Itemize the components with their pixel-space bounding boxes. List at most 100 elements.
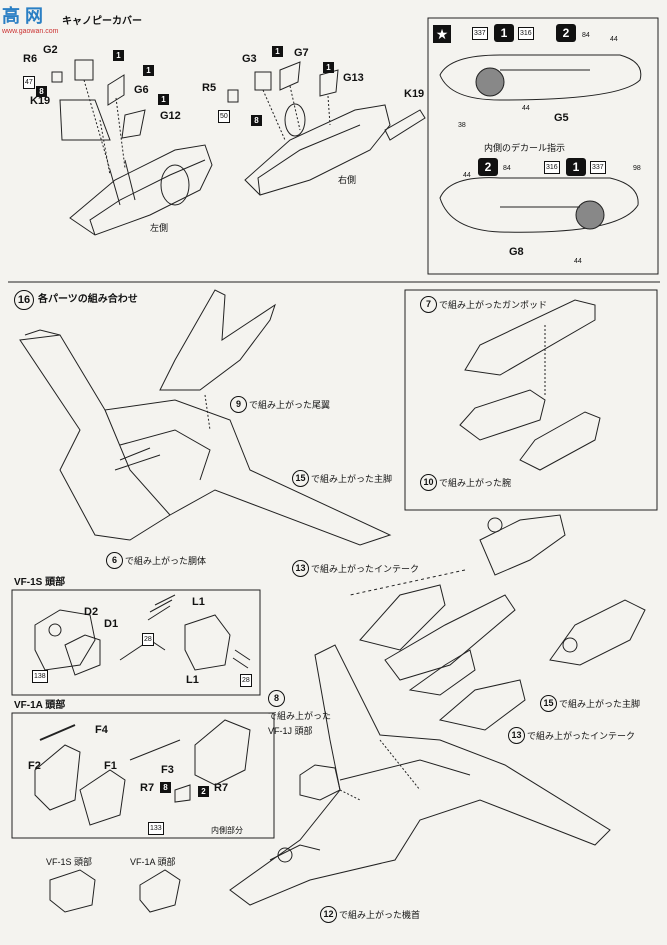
- bottom-vf1s-label: VF-1S 頭部: [46, 857, 93, 867]
- decal-316-top: 316: [518, 27, 534, 40]
- ref-tail-text: で組み上がった尾翼: [249, 400, 331, 410]
- ref-intake-2: 13 で組み上がったインテーク: [508, 727, 635, 744]
- ref-head-num: 8: [268, 690, 285, 707]
- decal-44-bottom-b: 44: [574, 258, 582, 265]
- ref-nose-text: で組み上がった機首: [339, 910, 421, 920]
- left-caption: 左側: [150, 223, 169, 233]
- decal-337-bottom: 337: [590, 161, 606, 174]
- label-G8: G8: [509, 246, 524, 258]
- ref-body-text: で組み上がった胴体: [125, 556, 207, 566]
- vf1a-F2: F2: [28, 760, 41, 772]
- vf1s-D1: D1: [104, 618, 119, 630]
- inner-decal-note: 内側のデカール指示: [484, 143, 566, 153]
- cover-title: キャノピーカバー: [62, 16, 142, 27]
- ref-body: 6 で組み上がった胴体: [106, 552, 206, 569]
- label-G5: G5: [554, 112, 569, 124]
- ref-head-text: で組み上がった: [268, 711, 332, 721]
- bottom-vf1a-label: VF-1A 頭部: [130, 857, 176, 867]
- vf1s-box-138: 138: [32, 670, 48, 683]
- part-R6: R6: [23, 53, 38, 65]
- part-R5: R5: [202, 82, 217, 94]
- ref-legs-2-text: で組み上がった主脚: [559, 699, 641, 709]
- decal-44-top-b: 44: [522, 105, 530, 112]
- decal-84-top: 84: [582, 32, 590, 39]
- part-G7: G7: [294, 47, 309, 59]
- decal-44-top-a: 44: [610, 36, 618, 43]
- step-16-number: 16: [14, 290, 34, 310]
- vf1s-L1-bottom: L1: [186, 674, 199, 686]
- vf1a-title: VF-1A 頭部: [14, 700, 66, 711]
- decal-38: 38: [458, 122, 466, 129]
- box-1e: 1: [323, 62, 334, 73]
- vf1a-R7-b: R7: [214, 782, 229, 794]
- part-G6: G6: [134, 84, 149, 96]
- vf1s-L1-top: L1: [192, 596, 205, 608]
- ref-nose: 12 で組み上がった機首: [320, 906, 420, 923]
- box-50: 50: [218, 110, 230, 123]
- ref-intake-2-text: で組み上がったインテーク: [527, 731, 636, 741]
- star-icon: ★: [433, 25, 451, 43]
- watermark-title: 高 网: [2, 6, 44, 26]
- ref-nose-num: 12: [320, 906, 337, 923]
- vf1a-box-8: 8: [160, 782, 171, 793]
- ref-intake-1-num: 13: [292, 560, 309, 577]
- part-G13: G13: [343, 72, 364, 84]
- decal-2-top: 2: [556, 24, 576, 42]
- part-K19-left: K19: [30, 95, 51, 107]
- box-47: 47: [23, 76, 35, 89]
- box-8-left: 8: [36, 86, 47, 97]
- ref-body-num: 6: [106, 552, 123, 569]
- decal-1-bottom: 1: [566, 158, 586, 176]
- part-G3: G3: [242, 53, 257, 65]
- box-1b: 1: [143, 65, 154, 76]
- ref-legs-1-num: 15: [292, 470, 309, 487]
- ref-arm-num: 10: [420, 474, 437, 491]
- decal-44-bottom-a: 44: [463, 172, 471, 179]
- vf1a-box-2: 2: [198, 786, 209, 797]
- vf1a-box-133: 133: [148, 822, 164, 835]
- ref-intake-2-num: 13: [508, 727, 525, 744]
- decal-316-bottom: 316: [544, 161, 560, 174]
- vf1a-R7-a: R7: [140, 782, 155, 794]
- decal-84-bottom: 84: [503, 165, 511, 172]
- vf1a-F4: F4: [95, 724, 108, 736]
- ref-head: 8 で組み上がった VF-1J 頭部: [268, 690, 331, 737]
- part-G2: G2: [43, 44, 58, 56]
- right-caption: 右側: [338, 175, 357, 185]
- box-1a: 1: [113, 50, 124, 61]
- vf1a-F1: F1: [104, 760, 117, 772]
- ref-tail-num: 9: [230, 396, 247, 413]
- box-8-right: 8: [251, 115, 262, 126]
- watermark-url: www.gaowan.com: [2, 28, 59, 35]
- ref-arm: 10 で組み上がった腕: [420, 474, 511, 491]
- vf1s-box-28b: 28: [240, 674, 252, 687]
- vf1s-box-28a: 28: [142, 633, 154, 646]
- vf1a-F3: F3: [161, 764, 174, 776]
- step-16-title: 各パーツの組み合わせ: [38, 294, 138, 305]
- vf1s-D2: D2: [84, 606, 99, 618]
- decal-337-top: 337: [472, 27, 488, 40]
- ref-legs-2-num: 15: [540, 695, 557, 712]
- ref-legs-1: 15 で組み上がった主脚: [292, 470, 392, 487]
- vf1s-title: VF-1S 頭部: [14, 577, 66, 588]
- ref-arm-text: で組み上がった腕: [439, 478, 512, 488]
- decal-98: 98: [633, 165, 641, 172]
- ref-head-vf1j: VF-1J 頭部: [268, 726, 313, 736]
- decal-1-top: 1: [494, 24, 514, 42]
- box-1d: 1: [272, 46, 283, 57]
- ref-tail: 9 で組み上がった尾翼: [230, 396, 330, 413]
- watermark-logo: 高 网 www.gaowan.com: [2, 2, 58, 35]
- ref-gunpod-num: 7: [420, 296, 437, 313]
- part-G12: G12: [160, 110, 181, 122]
- box-1c: 1: [158, 94, 169, 105]
- ref-gunpod: 7 で組み上がったガンポッド: [420, 296, 547, 313]
- ref-intake-1: 13 で組み上がったインテーク: [292, 560, 419, 577]
- ref-intake-1-text: で組み上がったインテーク: [311, 564, 420, 574]
- ref-gunpod-text: で組み上がったガンポッド: [439, 300, 548, 310]
- ref-legs-1-text: で組み上がった主脚: [311, 474, 393, 484]
- ref-legs-2: 15 で組み上がった主脚: [540, 695, 640, 712]
- decal-2-bottom: 2: [478, 158, 498, 176]
- part-K19-right: K19: [404, 88, 425, 100]
